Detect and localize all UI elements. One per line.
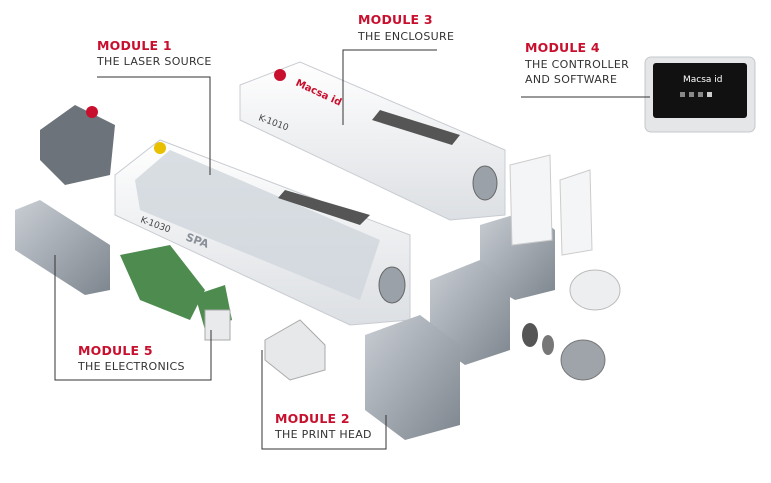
emergency-stop-icon	[274, 69, 286, 81]
print-head-components	[264, 154, 621, 440]
controller-touchscreen: Macsa id	[644, 56, 756, 133]
key-switch-icon	[154, 142, 166, 154]
enclosure-k1010: K-1010 Macsa id	[239, 61, 506, 221]
module-4-subtitle-line1: THE CONTROLLER	[525, 58, 630, 71]
module-1-title: MODULE 1	[97, 38, 172, 53]
controller-logo: Macsa id	[683, 75, 723, 85]
module-1-subtitle: THE LASER SOURCE	[97, 55, 212, 68]
leader-module-3	[342, 49, 437, 125]
leader-lines	[54, 49, 650, 450]
leader-module-1	[97, 76, 211, 175]
module-3-subtitle: THE ENCLOSURE	[358, 30, 455, 43]
module-5-subtitle: THE ELECTRONICS	[78, 360, 185, 373]
module-4-subtitle-line2: AND SOFTWARE	[525, 73, 618, 86]
module-2-title: MODULE 2	[275, 411, 350, 426]
leader-module-5	[54, 255, 212, 381]
electronics-components	[15, 105, 232, 341]
leader-module-2	[261, 350, 387, 450]
module-3-title: MODULE 3	[358, 12, 433, 27]
module-5-title: MODULE 5	[78, 343, 153, 358]
module-4-title: MODULE 4	[525, 40, 600, 55]
module-2-subtitle: THE PRINT HEAD	[275, 428, 372, 441]
